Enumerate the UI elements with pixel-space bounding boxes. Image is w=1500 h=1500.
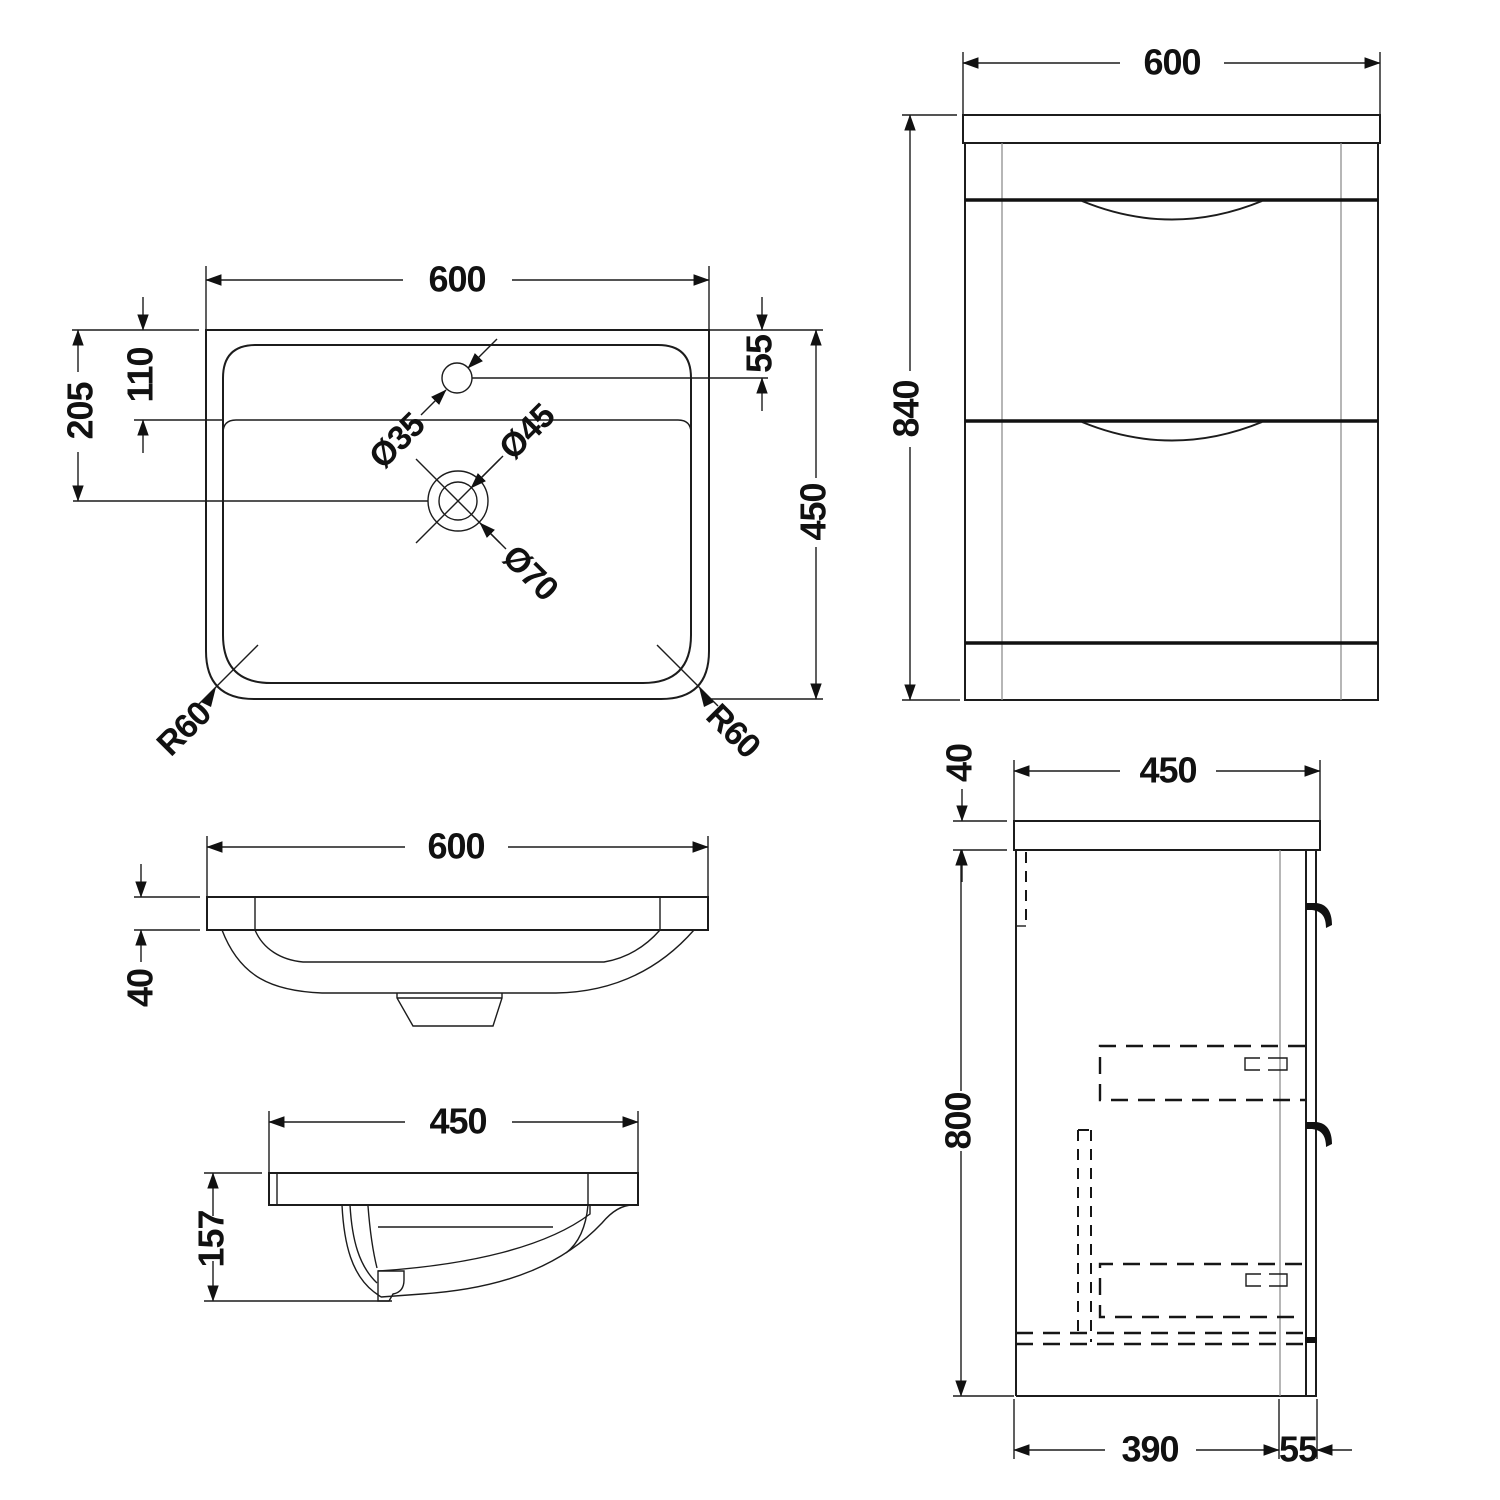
- basin-plan-view: Ø35 Ø45 Ø70 600 110 205 55 450: [60, 259, 834, 766]
- basin-height-label: 157: [191, 1210, 232, 1267]
- basin-front-width-label: 600: [427, 826, 484, 867]
- tap-setback-label: 55: [739, 334, 780, 373]
- bowl-underside: [221, 929, 695, 994]
- basin-front-wall-inner: [565, 1204, 589, 1254]
- basin-back-wall-outer: [341, 1204, 382, 1298]
- worktop-front: [962, 114, 1381, 144]
- lower-drawer-box: [1098, 1262, 1302, 1319]
- drawer-handle-recess-1: [1081, 200, 1263, 221]
- front-height-label: 840: [886, 380, 927, 437]
- basin-back-wall-inner: [367, 1205, 378, 1269]
- basin-rim-front: [206, 896, 709, 931]
- cabinet-side-elevation: 450 40 800 390 55: [938, 744, 1352, 1470]
- bowl-floor-outer: [380, 1204, 634, 1298]
- bowl-setback-label: 110: [120, 347, 161, 402]
- drawer-handle-recess-2: [1081, 421, 1263, 442]
- waste-boss-front: [396, 993, 503, 1027]
- basin-front-section: 600 40: [120, 826, 709, 1027]
- upper-drawer-box: [1098, 1044, 1305, 1102]
- basin-side-section: 450 157: [191, 1101, 639, 1302]
- side-height-label: 800: [938, 1092, 979, 1149]
- side-depth-label: 450: [1139, 750, 1196, 791]
- bowl-floor-inner: [377, 1206, 591, 1272]
- worktop-side: [1013, 820, 1321, 851]
- basin-back-wall-mid: [349, 1204, 378, 1284]
- side-handle-1: [1306, 903, 1332, 928]
- drawer-front-bottom-edge: [1305, 1337, 1317, 1343]
- bottom-panel-hidden: [1016, 1331, 1306, 1346]
- rim-thickness-label: 40: [120, 969, 161, 1007]
- corner-radius-right-label: R60: [699, 697, 768, 766]
- lower-runner-clip-b: [1269, 1273, 1288, 1287]
- waste-hole-circle: [438, 481, 478, 521]
- r60-right-arrow: [699, 687, 714, 707]
- r60-left-arrow: [201, 687, 216, 707]
- basin-rim-outline: [222, 344, 692, 684]
- side-handle-2: [1306, 1122, 1332, 1147]
- upper-runner-clip-a: [1244, 1057, 1260, 1071]
- waste-setback-label: 205: [60, 381, 101, 439]
- worktop-thickness-label: 40: [939, 744, 980, 782]
- bowl-back-edge: [222, 419, 692, 434]
- bowl-inner-wall: [254, 929, 661, 963]
- front-offset-label: 55: [1279, 1429, 1318, 1470]
- body-depth-label: 390: [1121, 1429, 1178, 1470]
- plan-width-label: 600: [428, 259, 485, 300]
- basin-outer-outline: [205, 329, 710, 700]
- lower-runner-clip-a: [1245, 1273, 1261, 1287]
- plan-depth-label: 450: [793, 483, 834, 540]
- upper-runner-clip-b: [1268, 1057, 1288, 1071]
- cabinet-front-elevation: 600 840: [886, 42, 1381, 701]
- tap-hole: [441, 362, 473, 394]
- waste-spout: [377, 1270, 405, 1302]
- front-width-label: 600: [1143, 42, 1200, 83]
- basin-rim-side: [268, 1172, 639, 1206]
- waste-pipe-space: [1077, 1129, 1092, 1342]
- basin-side-depth-label: 450: [429, 1101, 486, 1142]
